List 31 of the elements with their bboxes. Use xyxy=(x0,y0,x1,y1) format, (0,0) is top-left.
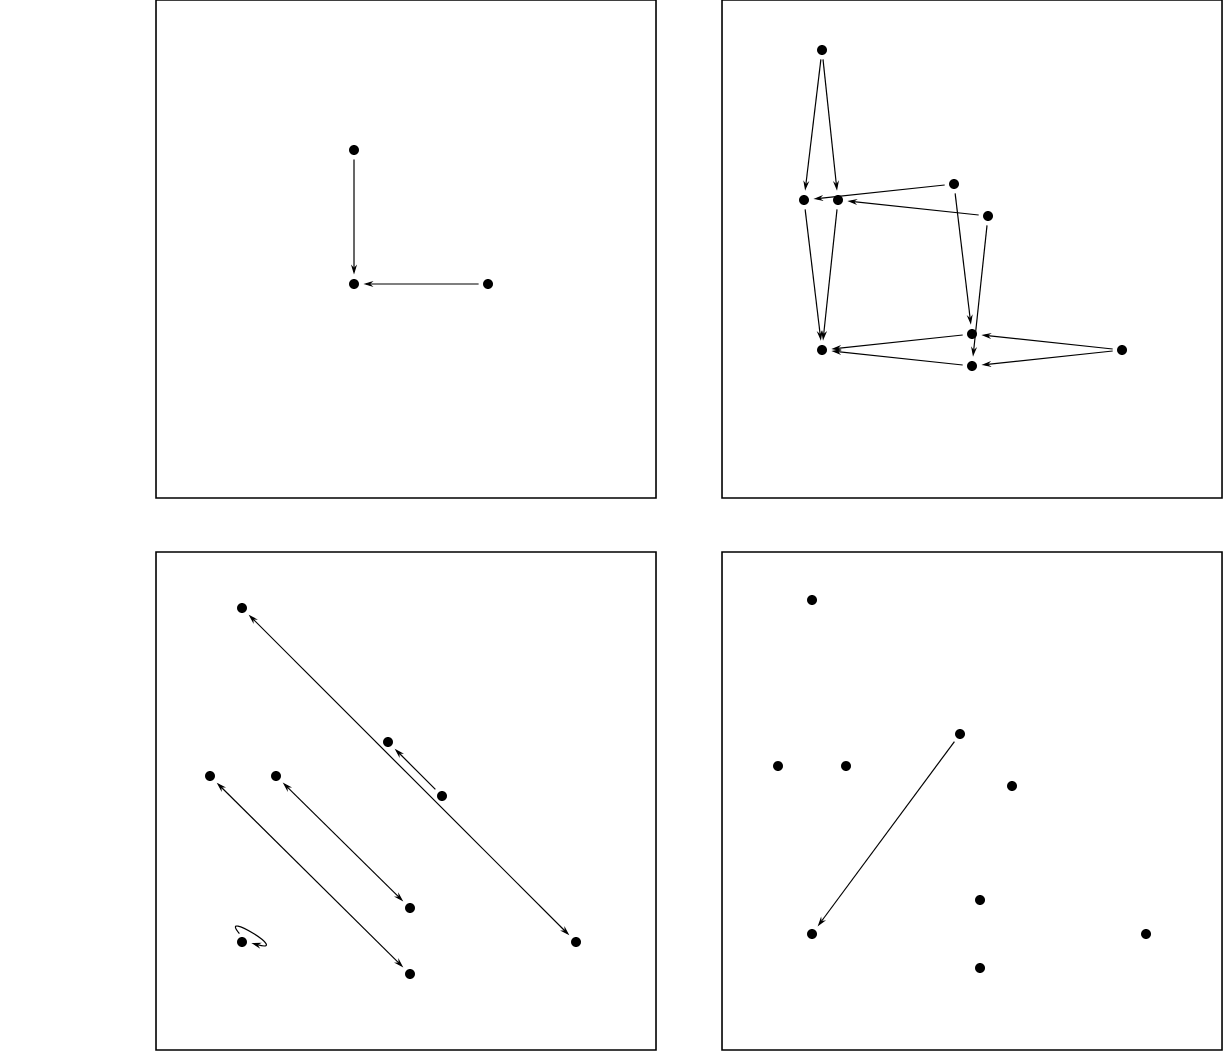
graph-node xyxy=(841,761,851,771)
graph-node xyxy=(349,279,359,289)
graph-node xyxy=(967,329,977,339)
graph-node xyxy=(983,211,993,221)
graph-node xyxy=(349,145,359,155)
graph-node xyxy=(955,729,965,739)
graph-node xyxy=(383,737,393,747)
graph-node xyxy=(483,279,493,289)
graph-node xyxy=(773,761,783,771)
graph-node xyxy=(237,603,247,613)
graph-node xyxy=(949,179,959,189)
self-loop-arrow xyxy=(235,925,267,949)
graph-node xyxy=(807,929,817,939)
graph-node xyxy=(817,345,827,355)
graph-node xyxy=(437,791,447,801)
graph-node xyxy=(975,895,985,905)
graph-node xyxy=(271,771,281,781)
graph-node xyxy=(205,771,215,781)
graph-node xyxy=(817,45,827,55)
graph-node xyxy=(237,937,247,947)
graph-node xyxy=(1007,781,1017,791)
graph-node xyxy=(405,969,415,979)
graph-node xyxy=(833,195,843,205)
graph-node xyxy=(405,903,415,913)
graph-node xyxy=(967,361,977,371)
graph-node xyxy=(799,195,809,205)
graph-node xyxy=(571,937,581,947)
graph-node xyxy=(975,963,985,973)
graph-node xyxy=(1117,345,1127,355)
graph-node xyxy=(1141,929,1151,939)
graph-node xyxy=(807,595,817,605)
